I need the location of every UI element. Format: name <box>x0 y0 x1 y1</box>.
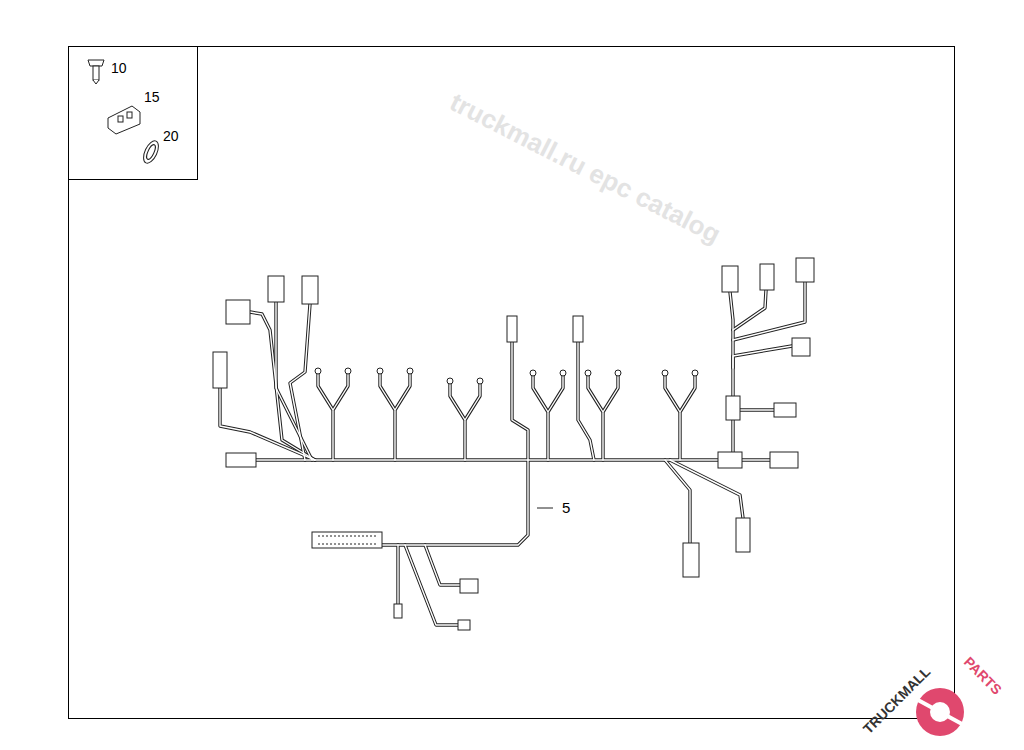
leader-line <box>537 508 553 509</box>
inset-box: 10 15 20 <box>68 46 198 180</box>
callout-number: 10 <box>111 61 127 76</box>
wire-harness <box>220 282 805 625</box>
connectors <box>213 258 814 630</box>
frame <box>69 47 955 719</box>
part-icons <box>88 60 162 165</box>
callout-number: 5 <box>562 500 570 517</box>
wire-core <box>220 282 805 625</box>
logo-text: PARTS <box>961 654 1005 698</box>
logo-gear <box>916 688 964 736</box>
callout-number: 20 <box>163 129 179 144</box>
watermark: truckmall.ru epc catalog <box>446 88 725 249</box>
callout-number: 15 <box>144 90 160 105</box>
